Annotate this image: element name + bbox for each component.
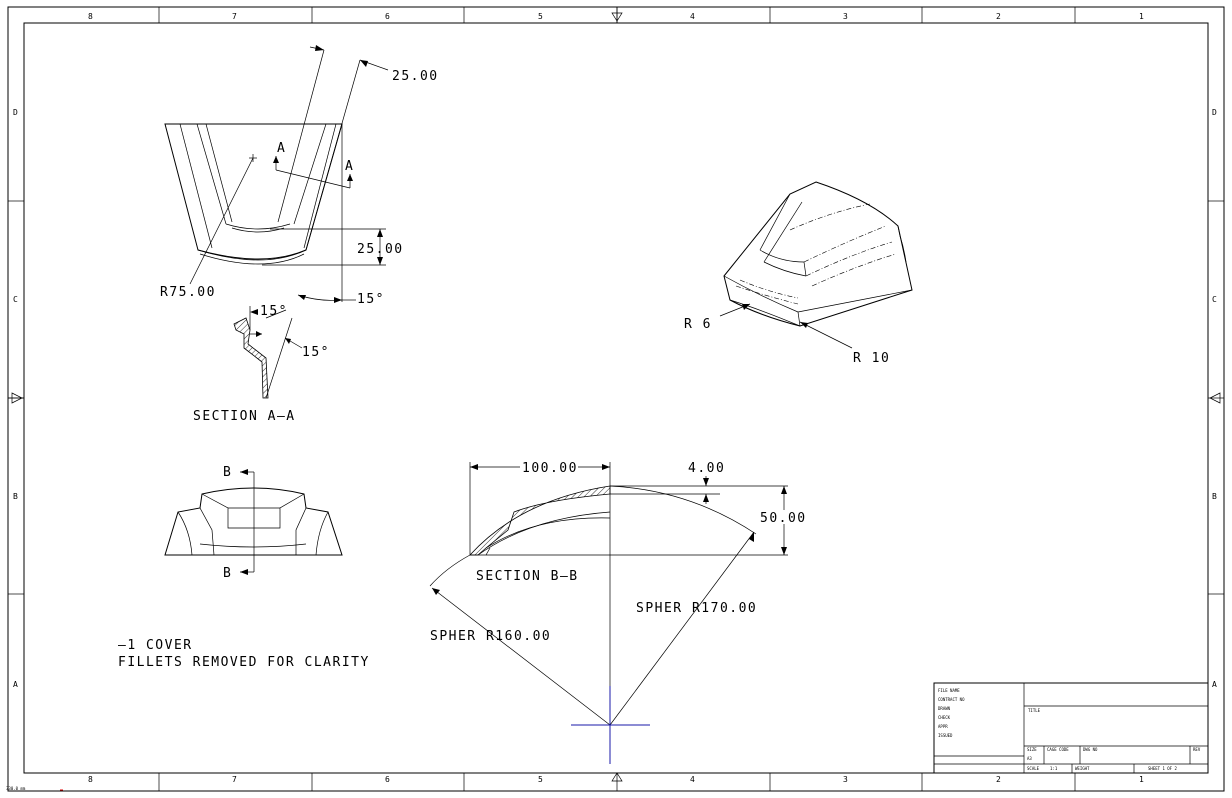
- zone-col-5-top: 5: [538, 12, 543, 21]
- zone-col-6-top: 6: [385, 12, 390, 21]
- zone-row-c-left: C: [13, 295, 18, 304]
- tb-scale-value: 1:1: [1050, 766, 1058, 771]
- dim-sphere-r170: SPHER R170.00: [636, 601, 757, 616]
- tb-field-contract-no: CONTRACT NO: [938, 697, 965, 702]
- section-b-b-caption: SECTION B–B: [476, 569, 579, 584]
- tb-size-label: SIZE: [1027, 747, 1037, 752]
- tb-weight-label: WEIGHT: [1075, 766, 1090, 771]
- dim-angle-15-section-2: 15°: [302, 345, 330, 360]
- zone-row-d-right: D: [1212, 108, 1217, 117]
- dim-depth-25: 25.00: [357, 242, 404, 257]
- zone-dividers-sides: [8, 200, 1224, 595]
- tb-cage-label: CAGE CODE: [1047, 747, 1069, 752]
- section-b-b: 100.00 4.00 50.00 SPHER R160.00 SPHER R1…: [429, 460, 808, 764]
- tb-size-value: A3: [1027, 756, 1032, 761]
- dim-radius-75: R75.00: [160, 285, 216, 300]
- dim-height-50: 50.00: [760, 511, 807, 526]
- scale-readout: 330.0 mm: [6, 786, 26, 791]
- tb-sheet-label: SHEET 1 OF 2: [1148, 766, 1177, 771]
- zone-labels-right: D C B A: [1212, 108, 1217, 689]
- note-line-1: –1 COVER: [118, 638, 193, 653]
- zone-col-3-bottom: 3: [843, 775, 848, 784]
- zone-dividers-bottom: [158, 773, 1076, 791]
- zone-col-1-top: 1: [1139, 12, 1144, 21]
- zone-row-b-left: B: [13, 492, 18, 501]
- tb-dwg-label: DWG NO: [1083, 747, 1098, 752]
- section-a-a-caption: SECTION A–A: [193, 409, 296, 424]
- zone-col-8-bottom: 8: [88, 775, 93, 784]
- cut-marker-b-top: B: [223, 465, 232, 480]
- notes: –1 COVER FILLETS REMOVED FOR CLARITY: [118, 638, 370, 670]
- isometric-view: R 6 R 10: [684, 181, 913, 366]
- tb-field-check: CHECK: [938, 715, 951, 720]
- zone-row-c-right: C: [1212, 295, 1217, 304]
- tb-field-appr: APPR: [938, 724, 948, 729]
- fillet-label-r6: R 6: [684, 317, 712, 332]
- cut-marker-a-left: A: [277, 141, 286, 156]
- title-block: FILE NAME CONTRACT NO DRAWN CHECK APPR I…: [933, 682, 1209, 774]
- zone-col-5-bottom: 5: [538, 775, 543, 784]
- cut-marker-b-bottom: B: [223, 566, 232, 581]
- front-view: B B: [164, 465, 343, 581]
- top-view: 25.00 25.00 15° R75.00 A A: [160, 45, 439, 307]
- dim-half-width-100: 100.00: [522, 461, 578, 476]
- zone-row-d-left: D: [13, 108, 18, 117]
- dim-sphere-r160: SPHER R160.00: [430, 629, 551, 644]
- tb-scale-label: SCALE: [1027, 766, 1040, 771]
- sheet-frame: 8 7 6 5 4 3 2 1 8 7 6 5 4 3 2 1 D C B A …: [7, 6, 1225, 792]
- zone-col-7-top: 7: [232, 12, 237, 21]
- section-a-a: 15° 15° SECTION A–A: [193, 304, 330, 424]
- note-line-2: FILLETS REMOVED FOR CLARITY: [118, 655, 370, 670]
- zone-col-4-top: 4: [690, 12, 695, 21]
- zone-col-4-bottom: 4: [690, 775, 695, 784]
- tb-rev-label: REV: [1193, 747, 1201, 752]
- tb-title-label: TITLE: [1028, 708, 1041, 713]
- zone-col-7-bottom: 7: [232, 775, 237, 784]
- zone-col-6-bottom: 6: [385, 775, 390, 784]
- fillet-label-r10: R 10: [853, 351, 890, 366]
- dim-width-25: 25.00: [392, 69, 439, 84]
- zone-row-b-right: B: [1212, 492, 1217, 501]
- zone-labels-top: 8 7 6 5 4 3 2 1: [88, 12, 1144, 21]
- zone-row-a-left: A: [13, 680, 18, 689]
- tb-field-file-name: FILE NAME: [938, 688, 960, 693]
- tb-field-drawn: DRAWN: [938, 706, 951, 711]
- zone-col-2-top: 2: [996, 12, 1001, 21]
- sphere-center-mark: [571, 686, 650, 764]
- zone-col-1-bottom: 1: [1139, 775, 1144, 784]
- zone-col-3-top: 3: [843, 12, 848, 21]
- zone-labels-left: D C B A: [13, 108, 18, 689]
- zone-labels-bottom: 8 7 6 5 4 3 2 1: [88, 775, 1144, 784]
- zone-col-2-bottom: 2: [996, 775, 1001, 784]
- cut-marker-a-right: A: [345, 159, 354, 174]
- status-readout: 330.0 mm: [6, 786, 63, 791]
- tb-field-issued: ISSUED: [938, 733, 953, 738]
- centering-marks: [8, 7, 1221, 782]
- dim-thickness-4: 4.00: [688, 461, 725, 476]
- dim-angle-15-section-1: 15°: [260, 304, 288, 319]
- zone-row-a-right: A: [1212, 680, 1217, 689]
- dim-angle-15-top: 15°: [357, 292, 385, 307]
- zone-col-8-top: 8: [88, 12, 93, 21]
